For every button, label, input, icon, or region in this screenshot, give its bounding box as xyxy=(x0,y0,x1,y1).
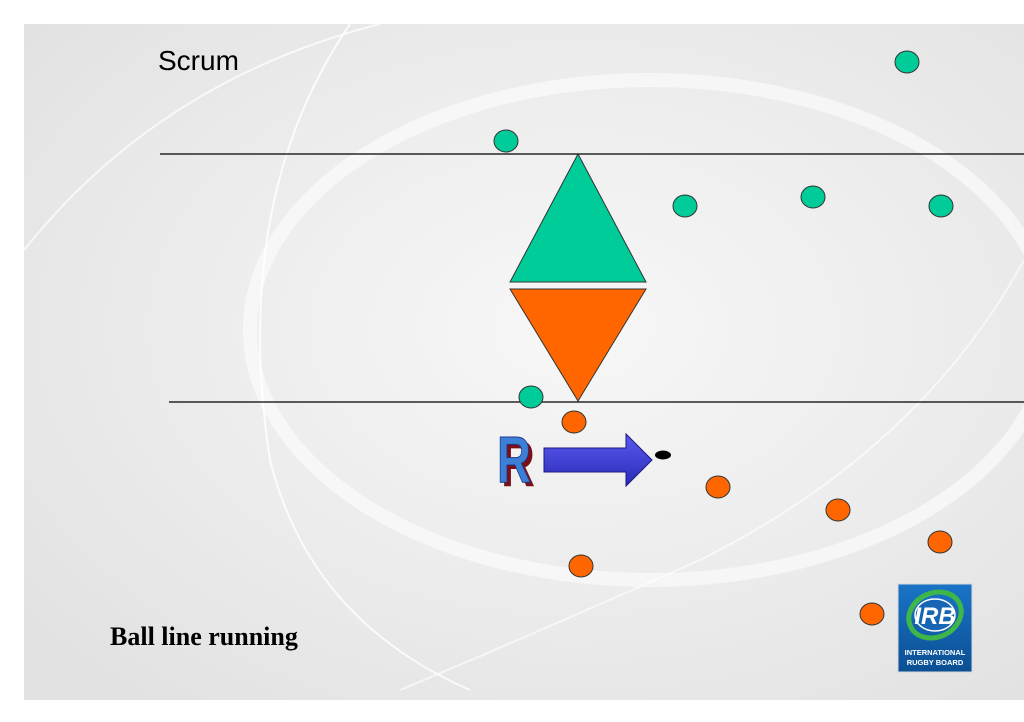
defence-player xyxy=(927,530,953,554)
attack-scrum-pack xyxy=(509,152,647,283)
slide-title: Scrum xyxy=(158,45,239,76)
irb-logo: IRB INTERNATIONAL RUGBY BOARD xyxy=(897,583,973,673)
referee-marker: R R xyxy=(497,422,536,501)
defence-player xyxy=(825,498,851,522)
background-swooshes xyxy=(23,23,1024,691)
referee-letter-shadow: R xyxy=(501,426,535,500)
attack-player xyxy=(894,50,920,74)
attack-team xyxy=(493,50,954,409)
slide-background xyxy=(24,24,1024,700)
logo-line-2: RUGBY BOARD xyxy=(907,658,964,667)
logo-line-1: INTERNATIONAL xyxy=(905,648,966,657)
slide-caption: Ball line running xyxy=(110,622,298,651)
ball xyxy=(655,450,671,460)
attack-player xyxy=(928,194,954,218)
defence-scrum-pack xyxy=(509,288,647,402)
referee-letter: R xyxy=(497,422,531,496)
defence-player xyxy=(568,554,594,578)
defence-scrum-half xyxy=(561,410,587,434)
defence-team xyxy=(561,410,953,626)
logo-letters: IRB xyxy=(914,603,955,630)
attack-scrum-half xyxy=(518,385,544,409)
ball-direction-arrow xyxy=(543,432,653,488)
attack-player xyxy=(672,194,698,218)
defence-player xyxy=(705,475,731,499)
attack-player xyxy=(800,185,826,209)
attack-player xyxy=(493,129,519,153)
defence-player xyxy=(859,602,885,626)
